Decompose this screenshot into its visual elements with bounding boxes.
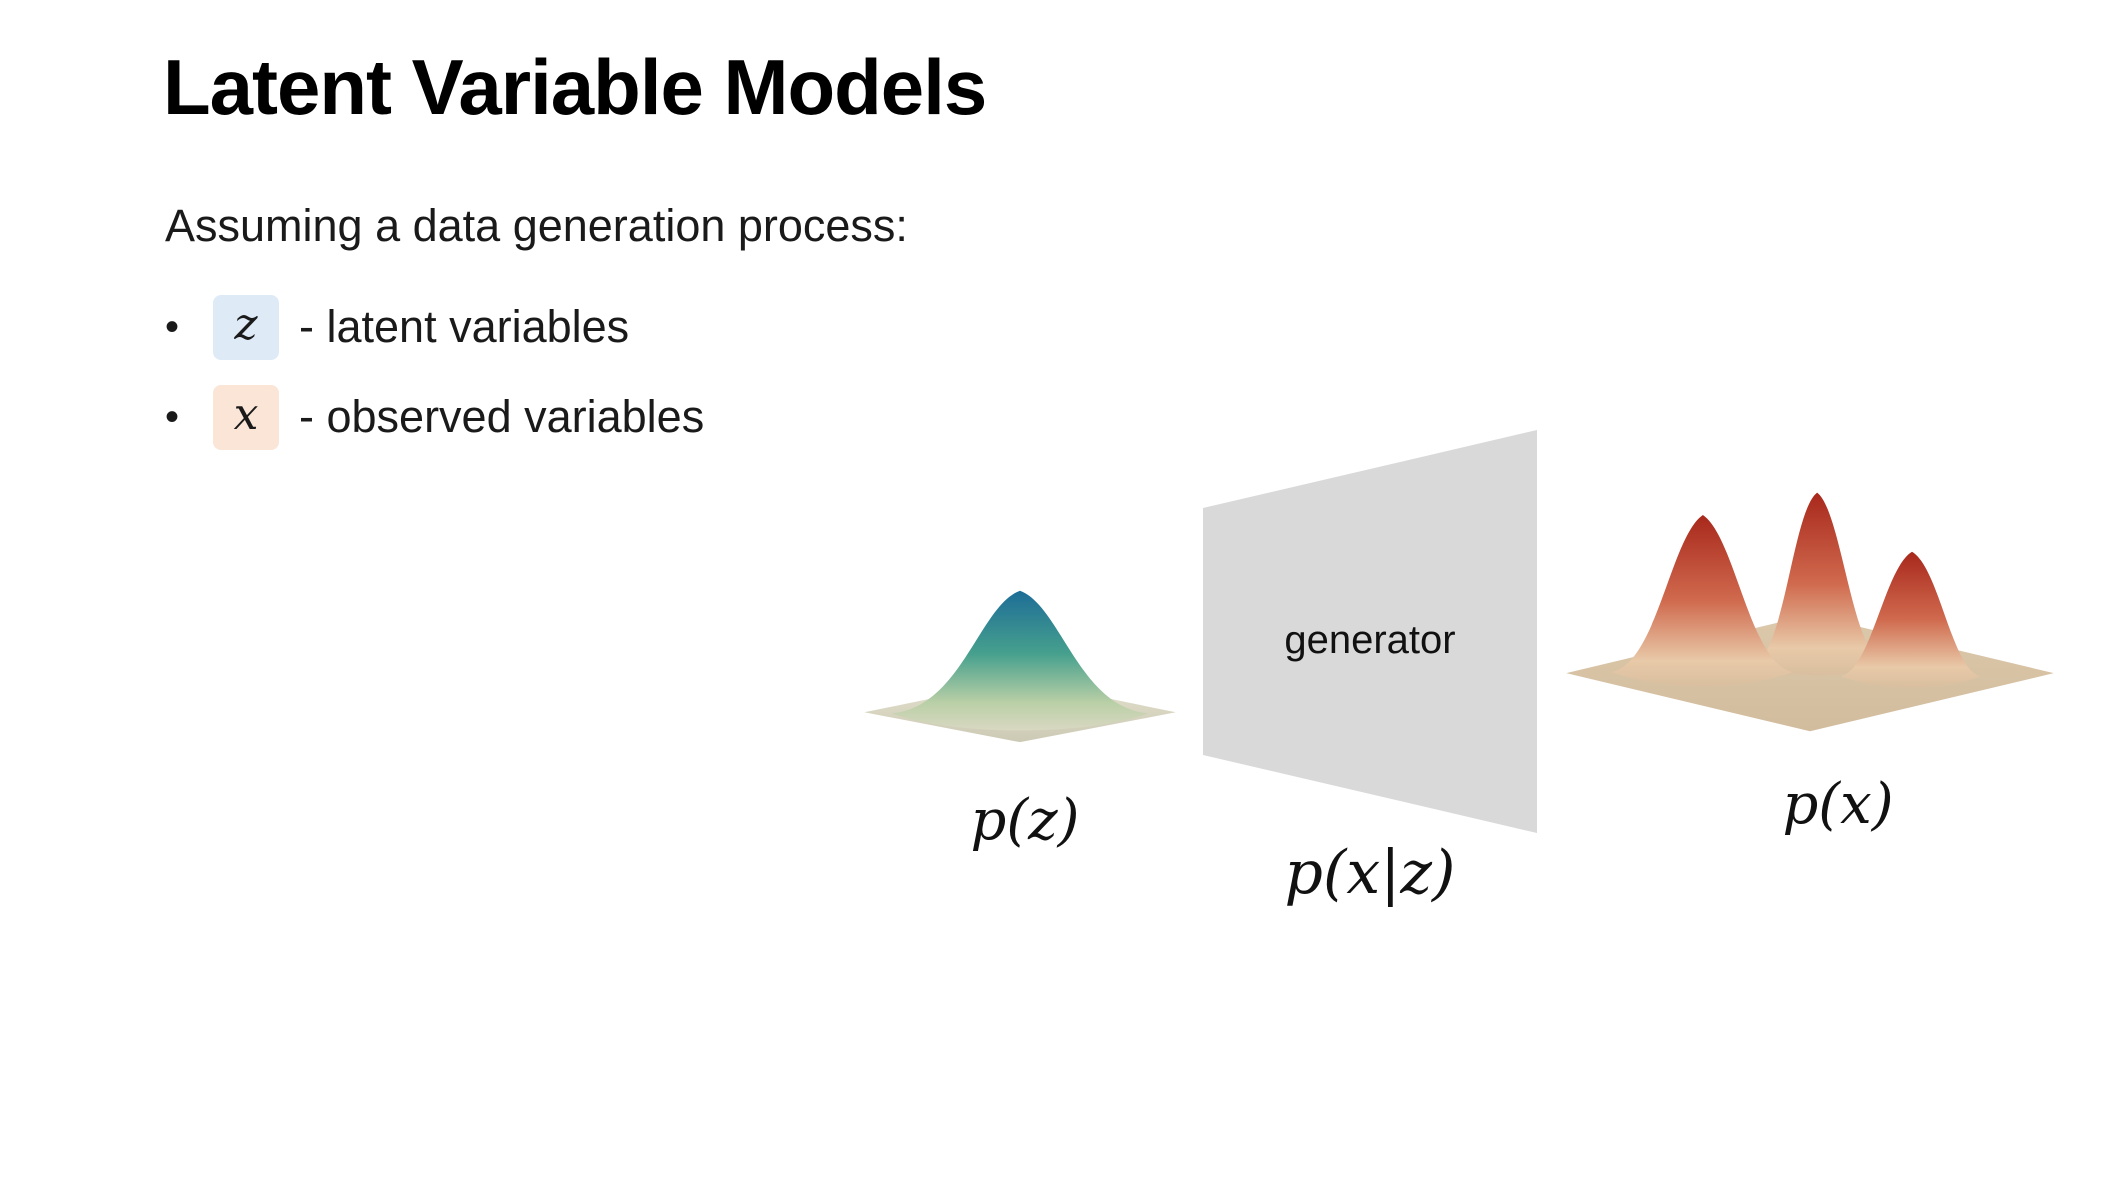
- bullet-icon: •: [165, 394, 180, 439]
- marginal-distribution-plot: [1566, 492, 2054, 732]
- bullet-text-observed: - observed variables: [299, 391, 705, 442]
- marginal-bump-back: [1753, 492, 1885, 676]
- generator-label: generator: [1284, 618, 1456, 662]
- prior-label: p(z): [970, 788, 1080, 853]
- observed-symbol-highlight: x: [213, 384, 279, 450]
- bullet-icon: •: [165, 304, 180, 349]
- marginal-bump-left: [1611, 515, 1793, 687]
- generator-trapezoid: [1203, 430, 1537, 833]
- marginal-bump-right: [1840, 551, 1981, 688]
- page-title: Latent Variable Models: [163, 43, 987, 131]
- conditional-label: p(x|z): [1284, 838, 1456, 908]
- prior-distribution-plot: [864, 590, 1176, 743]
- bullet-text-latent: - latent variables: [299, 301, 630, 352]
- marginal-label: p(x): [1782, 772, 1894, 837]
- bullet-item-observed: • x - observed variables: [165, 378, 704, 456]
- bullet-item-latent: • z - latent variables: [165, 288, 704, 366]
- intro-text: Assuming a data generation process:: [165, 200, 908, 251]
- latent-symbol-highlight: z: [213, 294, 279, 360]
- prior-gaussian-bump: [892, 590, 1148, 731]
- generator-shape: generator: [1203, 430, 1537, 833]
- bullet-list: • z - latent variables • x - observed va…: [165, 288, 704, 468]
